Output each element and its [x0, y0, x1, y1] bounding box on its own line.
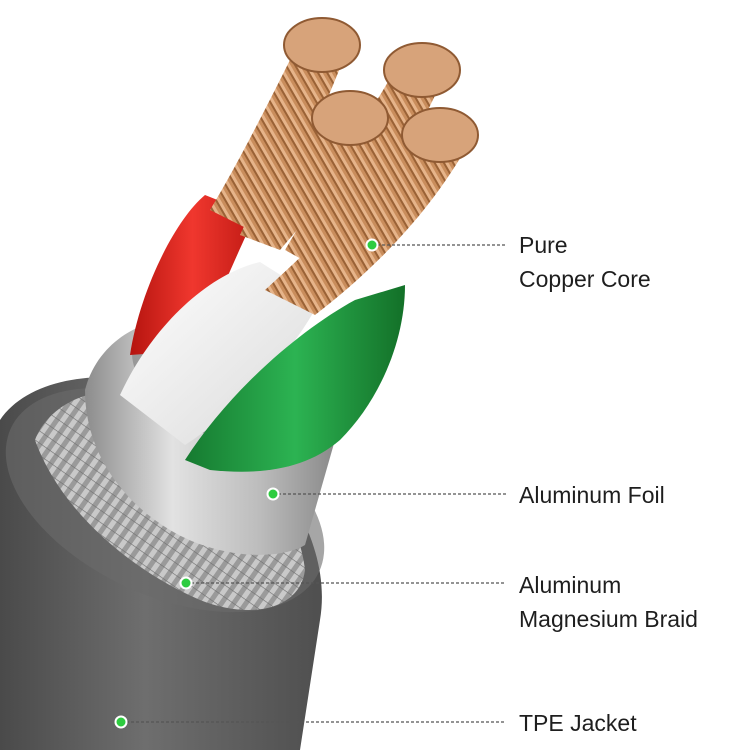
white-wire	[120, 262, 320, 445]
green-wire	[185, 285, 405, 472]
callout-copper-line2: Copper Core	[519, 266, 651, 292]
callout-label-aluminum-foil: Aluminum Foil	[519, 478, 665, 512]
callout-markers	[114, 238, 379, 729]
callout-label-copper-core: Pure Copper Core	[519, 228, 651, 296]
callout-jacket-line1: TPE Jacket	[519, 710, 637, 736]
red-wire	[130, 195, 255, 355]
marker-dot-braid	[179, 576, 193, 590]
callout-leaders	[121, 244, 506, 723]
callout-copper-line1: Pure	[519, 232, 568, 258]
marker-dot-copper	[365, 238, 379, 252]
callout-label-braid: Aluminum Magnesium Braid	[519, 568, 698, 636]
callout-label-tpe-jacket: TPE Jacket	[519, 706, 637, 740]
callout-foil-line1: Aluminum Foil	[519, 482, 665, 508]
callout-braid-line1: Aluminum	[519, 572, 622, 598]
marker-dot-jacket	[114, 715, 128, 729]
marker-dot-foil	[266, 487, 280, 501]
callout-braid-line2: Magnesium Braid	[519, 606, 698, 632]
copper-core-strands	[210, 17, 479, 315]
